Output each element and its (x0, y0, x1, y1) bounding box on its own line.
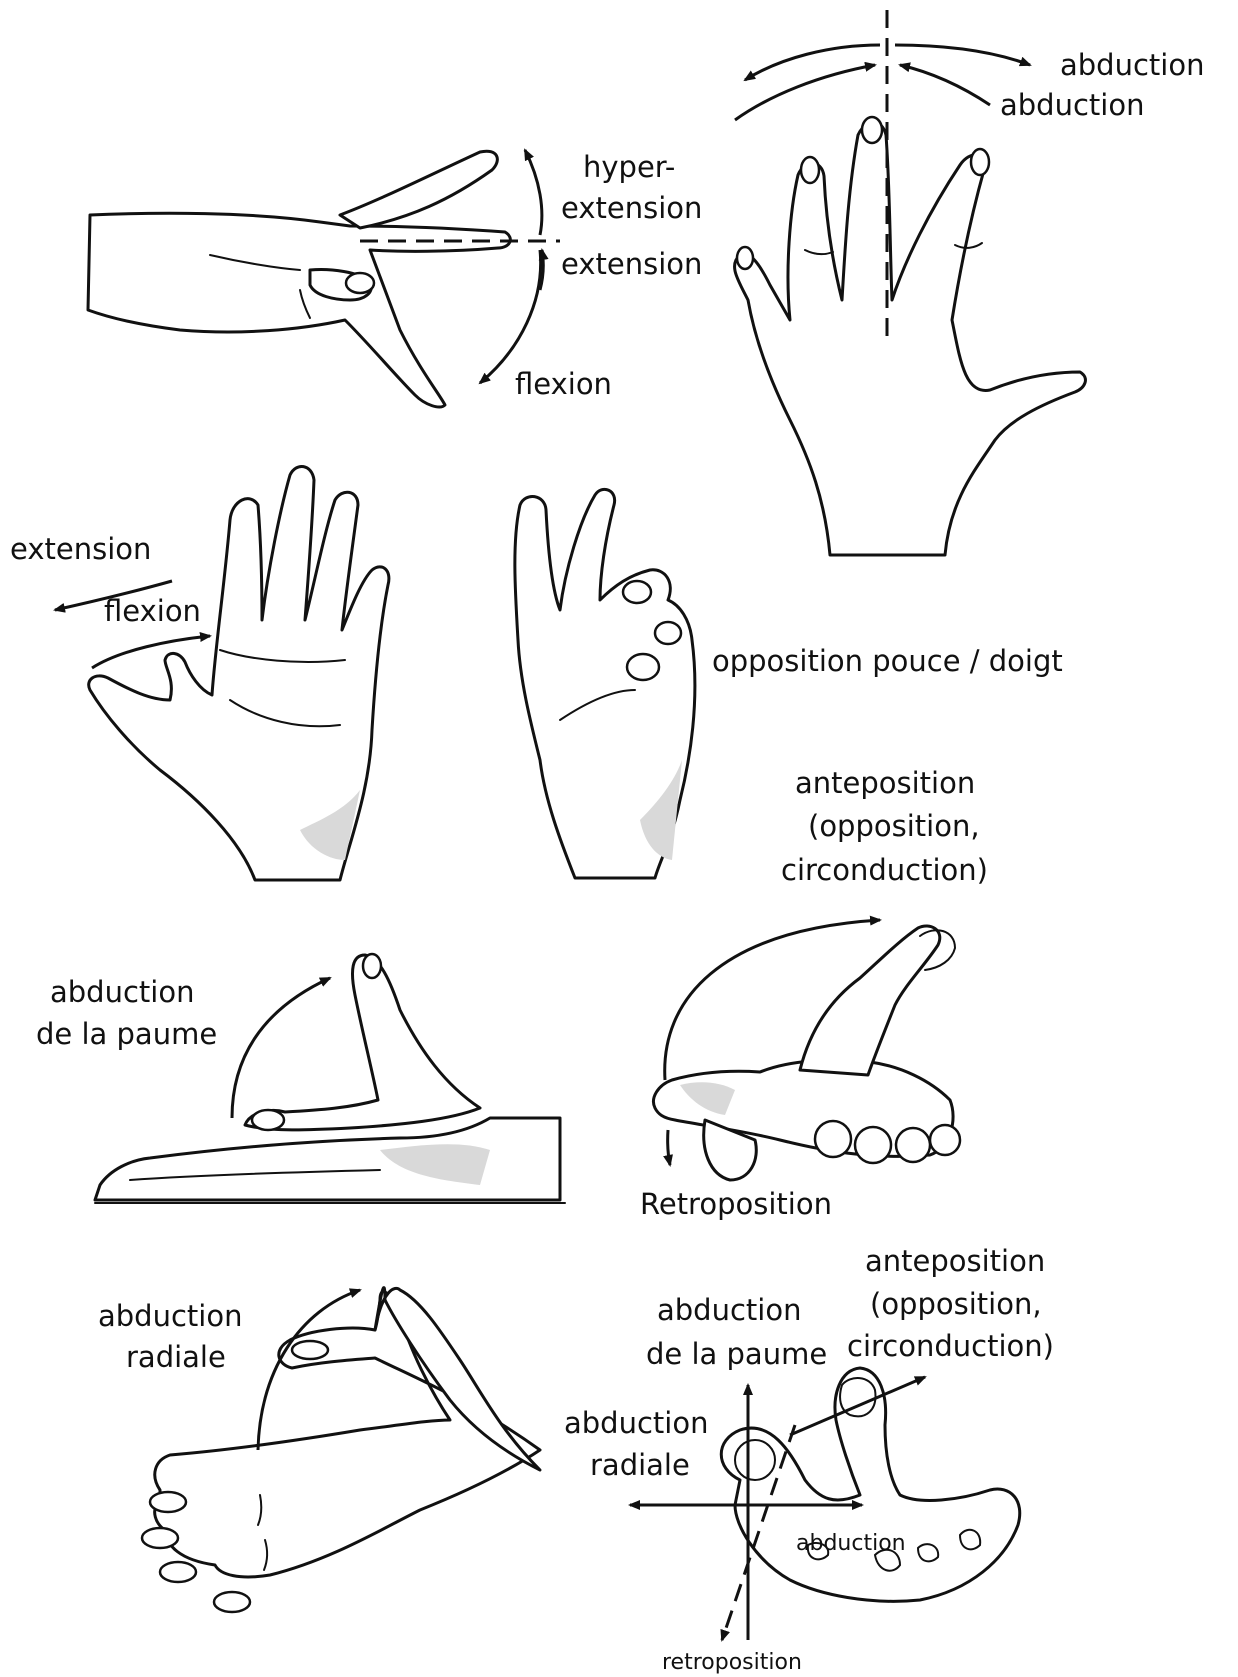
label-abduction-radiale-2-line2: radiale (590, 1448, 690, 1482)
label-hyper: hyper- (583, 150, 675, 184)
hand-finger-flexion-illustration (88, 151, 510, 407)
label-flexion-top: flexion (515, 367, 612, 401)
abduction-arrow-outer-right (895, 45, 1030, 65)
hand-thumb-flexion-extension-illustration (89, 466, 389, 880)
label-abduction-small: abduction (796, 1531, 906, 1556)
label-retroposition-2: retroposition (662, 1650, 802, 1675)
retroposition-arrow-1 (668, 1130, 670, 1165)
label-abduction-paume-2-line2: de la paume (646, 1337, 827, 1371)
hand-opposition-illustration (515, 489, 695, 878)
hand-finger-abduction-illustration (735, 117, 1086, 555)
label-anteposition-2-line1: anteposition (865, 1244, 1045, 1278)
hand-anteposition-illustration (654, 926, 960, 1180)
adduction-arrow-inner-right (900, 65, 990, 105)
palmar-abduction-arrow (232, 978, 330, 1118)
label-abduction-radiale-2: radiale (126, 1340, 226, 1374)
label-retroposition-1: Retroposition (640, 1187, 832, 1221)
hyperextension-arrow (525, 150, 542, 235)
label-abduction-radiale-1: abduction (98, 1299, 242, 1333)
label-abduction-paume-1: abduction (50, 975, 194, 1009)
hand-radial-abduction-illustration (142, 1288, 540, 1612)
abduction-arrow-outer-left (745, 45, 880, 80)
label-extension-left: extension (10, 532, 151, 566)
radial-abduction-arrow (258, 1290, 360, 1450)
hand-axes-cross-section (721, 1368, 1019, 1601)
label-abduction-top-2: abduction (1000, 88, 1144, 122)
label-abduction-top-1: abduction (1060, 48, 1204, 82)
label-flexion-left: flexion (104, 594, 201, 628)
label-anteposition-2-line2: (opposition, (870, 1287, 1042, 1321)
label-anteposition-1-line1: anteposition (795, 766, 975, 800)
label-extension-top: extension (561, 247, 702, 281)
label-anteposition-1-line2: (opposition, (808, 809, 980, 843)
label-abduction-paume-2-line1: abduction (657, 1293, 801, 1327)
label-opposition: opposition pouce / doigt (712, 644, 1063, 678)
label-abduction-paume-2: de la paume (36, 1017, 217, 1051)
label-hyperextension: extension (561, 191, 702, 225)
label-abduction-radiale-2-line1: abduction (564, 1406, 708, 1440)
flexion-arrow-left (92, 636, 210, 668)
flexion-arrow (480, 250, 541, 383)
label-anteposition-1-line3: circonduction) (781, 853, 988, 887)
label-anteposition-2-line3: circonduction) (847, 1329, 1054, 1363)
